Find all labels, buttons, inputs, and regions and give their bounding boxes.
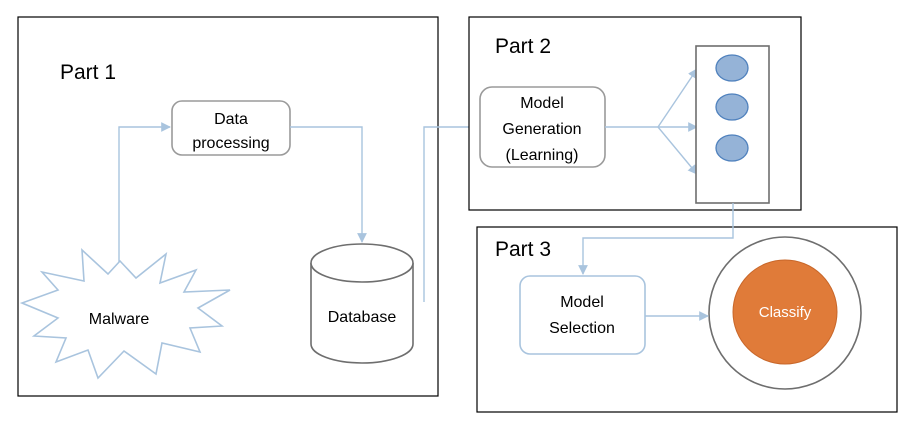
database-cylinder-icon xyxy=(310,263,414,364)
classify-node: Classify xyxy=(708,236,862,390)
model-stack xyxy=(695,45,770,204)
database-node: Database xyxy=(310,243,414,364)
data-processing-box xyxy=(171,100,291,156)
connector-stack-to-selection xyxy=(578,203,734,275)
database-label: Database xyxy=(328,309,397,326)
model-selection-box xyxy=(519,275,646,355)
part2-label: Part 2 xyxy=(495,35,551,58)
classify-circle-icon xyxy=(732,259,838,365)
model-selection-label-line2: Selection xyxy=(549,320,615,337)
connector-fan-top xyxy=(657,68,698,128)
model-generation-label-line1: Model xyxy=(520,95,564,112)
database-top-ellipse xyxy=(310,243,414,283)
model-generation-label-line3: (Learning) xyxy=(506,147,579,164)
model-dot-icon xyxy=(715,54,749,82)
model-dot-icon xyxy=(715,134,749,162)
connector-fan-bottom xyxy=(657,126,698,175)
connector-processing-to-database xyxy=(290,126,367,243)
connector-malware-to-processing xyxy=(118,122,171,262)
classify-label: Classify xyxy=(759,304,812,321)
part2-panel: Part 2 Model Generation (Learning) xyxy=(468,16,802,211)
malware-node: Malware xyxy=(19,248,231,380)
part3-label: Part 3 xyxy=(495,238,551,261)
model-generation-node: Model Generation (Learning) xyxy=(479,86,606,168)
part1-panel: Part 1 Data processing Malware Database xyxy=(17,16,439,397)
part1-label: Part 1 xyxy=(60,61,116,84)
model-generation-label-line2: Generation xyxy=(502,121,581,138)
malware-starburst-icon xyxy=(19,248,231,380)
data-processing-label-line1: Data xyxy=(214,111,248,128)
model-selection-label-line1: Model xyxy=(560,294,604,311)
part3-panel: Part 3 Model Selection Classify xyxy=(476,226,898,413)
connector-database-to-model-generation xyxy=(423,122,480,302)
model-dot-icon xyxy=(715,93,749,121)
data-processing-node: Data processing xyxy=(171,100,291,156)
malware-label: Malware xyxy=(89,311,150,328)
data-processing-label-line2: processing xyxy=(192,135,269,152)
model-selection-node: Model Selection xyxy=(519,275,646,355)
